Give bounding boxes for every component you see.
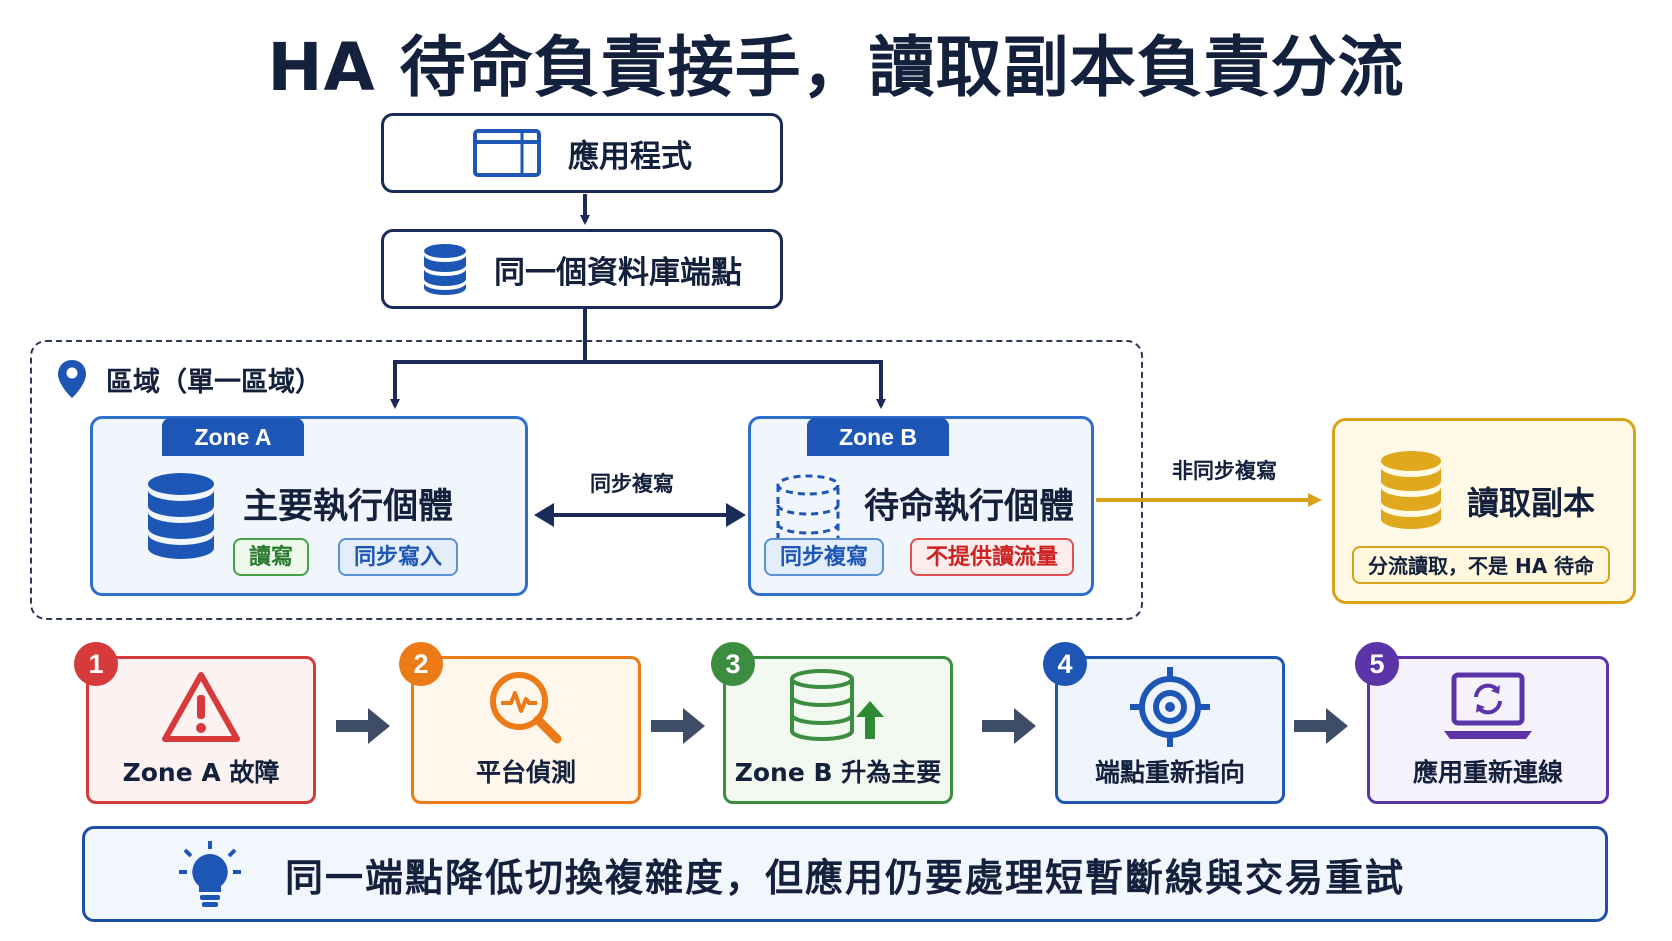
step-4-label: 端點重新指向 bbox=[1094, 758, 1245, 787]
step-5-number: 5 bbox=[1355, 642, 1399, 686]
note-banner: 同一端點降低切換複雜度，但應用仍要處理短暫斷線與交易重試 bbox=[82, 826, 1608, 922]
tag-sync-write: 同步寫入 bbox=[338, 538, 459, 576]
zone-b-name: 待命執行個體 bbox=[864, 487, 1075, 527]
step-arrow-1 bbox=[336, 708, 390, 744]
warning-icon bbox=[162, 672, 240, 742]
step-arrow-3 bbox=[982, 708, 1036, 744]
step-2-card: 平台偵測 bbox=[411, 656, 641, 804]
replica-tag: 分流讀取，不是 HA 待命 bbox=[1352, 546, 1611, 584]
app-window-icon bbox=[473, 129, 541, 177]
step-4-number: 4 bbox=[1043, 642, 1087, 686]
step-2-label: 平台偵測 bbox=[475, 758, 576, 787]
location-pin-icon bbox=[58, 360, 86, 398]
target-icon bbox=[1130, 667, 1210, 747]
database-icon bbox=[424, 244, 466, 295]
step-2-number: 2 bbox=[399, 642, 443, 686]
sync-replication-label: 同步複寫 bbox=[590, 472, 674, 496]
zone-a-tab-label: Zone A bbox=[162, 418, 304, 456]
region-container bbox=[30, 340, 1143, 620]
endpoint-label: 同一個資料庫端點 bbox=[494, 254, 742, 291]
database-promote-icon bbox=[790, 669, 884, 741]
async-replication-label: 非同步複寫 bbox=[1172, 459, 1277, 483]
step-5-label: 應用重新連線 bbox=[1412, 758, 1563, 787]
step-arrow-2 bbox=[651, 708, 705, 744]
primary-database-icon bbox=[148, 473, 214, 559]
sync-replication-arrow bbox=[534, 503, 746, 527]
replica-database-icon bbox=[1381, 451, 1441, 529]
endpoint-split-lines bbox=[395, 308, 881, 364]
step-3-card: Zone B 升為主要 bbox=[723, 656, 953, 804]
tag-no-read-traffic: 不提供讀流量 bbox=[910, 538, 1075, 576]
app-box: 應用程式 bbox=[381, 113, 783, 193]
region-label: 區域（單一區域） bbox=[56, 358, 322, 400]
tag-read-write: 讀寫 bbox=[233, 538, 310, 576]
replica-name: 讀取副本 bbox=[1467, 484, 1596, 522]
step-4-card: 端點重新指向 bbox=[1055, 656, 1285, 804]
step-1-label: Zone A 故障 bbox=[122, 758, 280, 787]
step-3-number: 3 bbox=[711, 642, 755, 686]
step-3-label: Zone B 升為主要 bbox=[734, 758, 942, 787]
region-text: 區域（單一區域） bbox=[106, 366, 322, 398]
laptop-refresh-icon bbox=[1444, 672, 1532, 739]
page-title: HA 待命負責接手，讀取副本負責分流 bbox=[267, 29, 1405, 106]
tag-sync-replication: 同步複寫 bbox=[764, 538, 885, 576]
step-1-card: Zone A 故障 bbox=[86, 656, 316, 804]
endpoint-box: 同一個資料庫端點 bbox=[381, 229, 783, 309]
note-text: 同一端點降低切換複雜度，但應用仍要處理短暫斷線與交易重試 bbox=[285, 855, 1406, 900]
monitor-search-icon bbox=[490, 672, 562, 744]
zone-b-tab: Zone B bbox=[807, 418, 949, 456]
zone-a-name: 主要執行個體 bbox=[243, 487, 454, 527]
step-5-card: 應用重新連線 bbox=[1367, 656, 1609, 804]
step-1-number: 1 bbox=[74, 642, 118, 686]
step-arrow-4 bbox=[1294, 708, 1348, 744]
app-label: 應用程式 bbox=[568, 138, 692, 175]
lightbulb-icon bbox=[179, 841, 241, 907]
